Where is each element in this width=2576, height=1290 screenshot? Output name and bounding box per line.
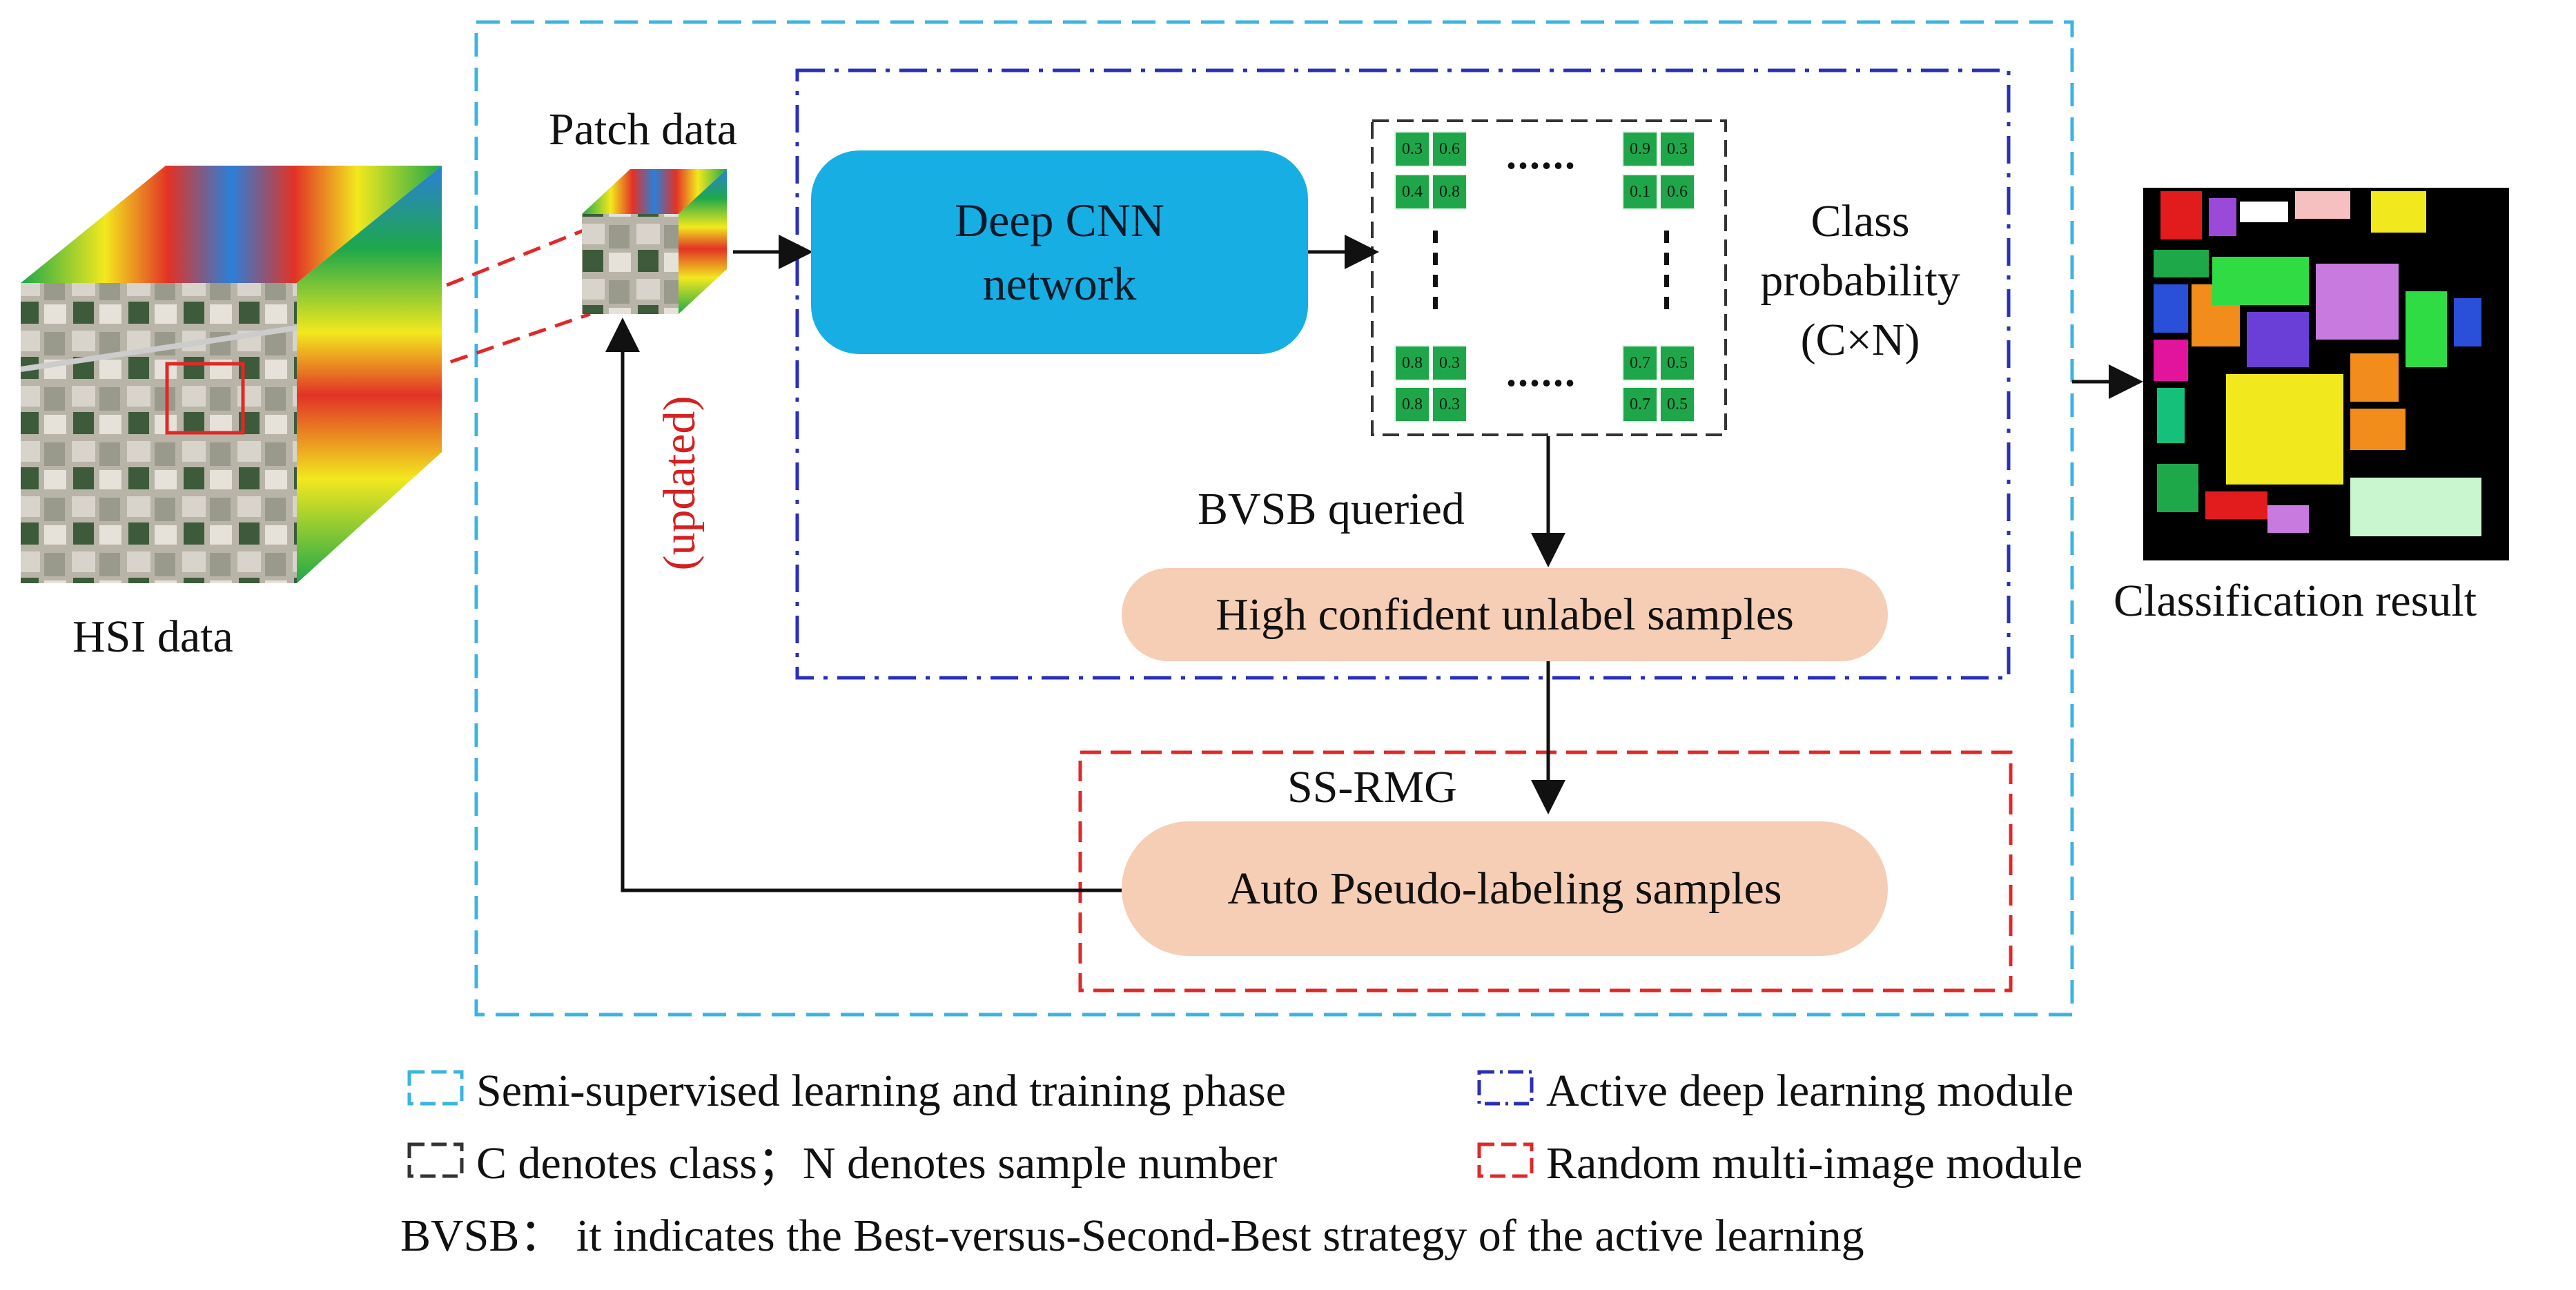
matrix-cell: 0.9 [1622,131,1658,167]
matrix-cell: 0.8 [1432,174,1467,210]
legend-random-multi: Random multi-image module [1546,1138,2083,1189]
probability-matrix-box [1371,119,1727,436]
legend-bvsb-note: BVSB： it indicates the Best-versus-Secon… [400,1211,1864,1261]
matrix-cell: 0.5 [1659,387,1695,422]
legend-icon-semi-supervised [407,1070,464,1106]
matrix-ellipsis-top: ...... [1506,132,1577,177]
classification-result-label: Classification result [2114,576,2477,626]
high-confident-label: High confident unlabel samples [1216,589,1794,640]
matrix-cell: 0.6 [1659,174,1695,210]
legend-active-deep: Active deep learning module [1546,1066,2074,1116]
matrix-cell: 0.3 [1432,387,1467,422]
patch-data-label: Patch data [549,104,738,155]
active-deep-learning-box [795,68,2011,680]
ss-rmg-label: SS-RMG [1287,762,1457,812]
legend-icon-matrix [407,1142,464,1178]
matrix-cell: 0.6 [1432,131,1467,167]
matrix-cell: 0.1 [1622,174,1658,210]
auto-pseudo-label: Auto Pseudo-labeling samples [1227,863,1782,914]
legend-icon-active-deep [1477,1070,1534,1106]
feedback-loop-line [605,317,1122,892]
matrix-ellipsis-bottom: ...... [1506,349,1577,395]
matrix-cell: 0.4 [1394,174,1430,210]
updated-label: (updated) [654,395,705,571]
legend-semi-supervised: Semi-supervised learning and training ph… [476,1066,1287,1116]
matrix-cell: 0.5 [1659,345,1695,381]
semi-supervised-phase-box [474,20,2074,1017]
hsi-data-label: HSI data [72,612,233,662]
bvsb-queried-label: BVSB queried [1198,484,1465,534]
matrix-vertical-ellipsis-left [1433,231,1438,309]
matrix-cell: 0.8 [1394,387,1430,422]
matrix-cell: 0.3 [1659,131,1695,167]
auto-pseudo-labeling-node: Auto Pseudo-labeling samples [1122,821,1888,956]
matrix-cell: 0.3 [1432,345,1467,381]
matrix-cell: 0.7 [1622,345,1658,381]
legend-c-n: C denotes class；N denotes sample number [476,1138,1278,1189]
class-probability-label: Class probability (C×N) [1760,196,1960,365]
deep-cnn-label: Deep CNN network [954,193,1165,310]
classification-result-image [2143,188,2509,560]
patch-data-cube-image [582,169,727,314]
high-confident-samples-node: High confident unlabel samples [1122,568,1888,661]
random-multi-image-box [1078,750,2013,993]
matrix-vertical-ellipsis-right [1664,231,1669,309]
legend-icon-random-multi [1477,1142,1534,1178]
hsi-data-cube-image [20,166,442,583]
matrix-cell: 0.8 [1394,345,1430,381]
matrix-cell: 0.3 [1394,131,1430,167]
matrix-cell: 0.7 [1622,387,1658,422]
deep-cnn-network-node: Deep CNN network [811,150,1308,354]
